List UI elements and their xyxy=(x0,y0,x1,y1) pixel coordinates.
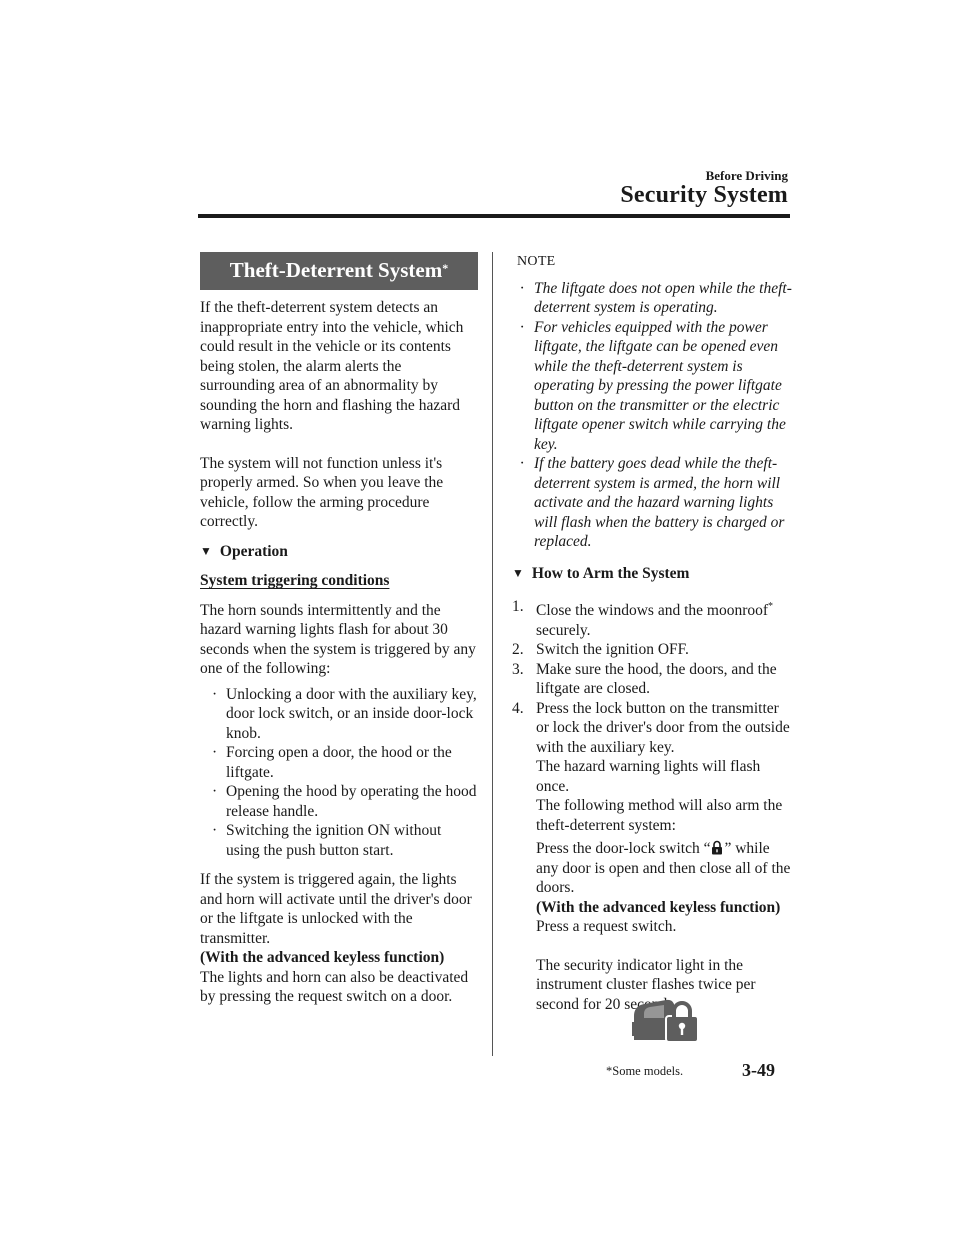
header-rule xyxy=(198,214,790,218)
note-label: NOTE xyxy=(517,254,556,269)
column-divider xyxy=(492,252,493,1056)
section-banner: Theft-Deterrent System* xyxy=(200,252,478,290)
triggering-text: The horn sounds intermittently and the h… xyxy=(200,601,476,678)
note-item: · For vehicles equipped with the power l… xyxy=(520,318,786,453)
note-list: · The liftgate does not open while the t… xyxy=(512,279,792,552)
triangle-down-icon: ▼ xyxy=(200,543,212,558)
triggering-heading: System triggering conditions xyxy=(200,572,390,589)
lock-icon xyxy=(712,840,723,855)
intro-paragraph-1: If the theft-deterrent system detects an… xyxy=(200,299,464,433)
section-title: Security System xyxy=(620,182,788,208)
banner-title: Theft-Deterrent System xyxy=(229,258,443,283)
list-item: · Forcing open a door, the hood or the l… xyxy=(212,744,452,781)
step-item: 3. Make sure the hood, the doors, and th… xyxy=(512,660,777,698)
arm-heading: ▼ How to Arm the System xyxy=(512,564,690,582)
list-item: · Opening the hood by operating the hood… xyxy=(212,783,477,820)
step-item: 4. Press the lock button on the transmit… xyxy=(512,699,791,1013)
bullet-dot-icon: · xyxy=(212,744,218,761)
right-column: NOTE · The liftgate does not open while … xyxy=(512,252,792,1014)
indicator-text: The security indicator light in the inst… xyxy=(536,956,756,1013)
step-item: 1. Close the windows and the moonroof* s… xyxy=(512,598,774,639)
keyless-heading: (With the advanced keyless function) xyxy=(200,949,445,966)
step4-alt-intro: The following method will also arm the t… xyxy=(536,797,783,834)
footer-note: *Some models. xyxy=(606,1064,684,1078)
step-item: 2. Switch the ignition OFF. xyxy=(512,641,689,659)
left-column: Theft-Deterrent System* If the theft-det… xyxy=(200,252,478,1007)
security-indicator-icon xyxy=(632,999,699,1043)
list-item: · Switching the ignition ON without usin… xyxy=(212,822,442,859)
step4-alt-text: Press the door-lock switch “” while any … xyxy=(536,840,791,897)
step4-result: The hazard warning lights will flash onc… xyxy=(536,758,761,795)
intro-paragraph-2: The system will not function unless it's… xyxy=(200,454,444,531)
bullet-dot-icon: · xyxy=(212,822,218,839)
retrigger-text: If the system is triggered again, the li… xyxy=(200,871,472,947)
chapter-title: Before Driving xyxy=(705,168,788,183)
some-models-mark: * xyxy=(768,601,774,612)
bullet-dot-icon: · xyxy=(520,455,524,472)
note-item: · If the battery goes dead while the the… xyxy=(520,455,785,550)
triangle-down-icon: ▼ xyxy=(512,565,524,580)
page-number: 3-49 xyxy=(742,1060,775,1080)
bullet-dot-icon: · xyxy=(212,783,218,800)
operation-heading: ▼ Operation xyxy=(200,542,288,560)
keyless-text: The lights and horn can also be deactiva… xyxy=(200,968,469,1006)
note-item: · The liftgate does not open while the t… xyxy=(520,279,792,317)
step4-keyless-heading: (With the advanced keyless function) xyxy=(536,898,781,916)
some-models-mark: * xyxy=(442,261,449,276)
step4-keyless-text: Press a request switch. xyxy=(536,918,677,936)
list-item: · Unlocking a door with the auxiliary ke… xyxy=(212,685,477,742)
bullet-dot-icon: · xyxy=(520,318,524,336)
bullet-dot-icon: · xyxy=(212,685,218,703)
bullet-dot-icon: · xyxy=(520,279,524,297)
